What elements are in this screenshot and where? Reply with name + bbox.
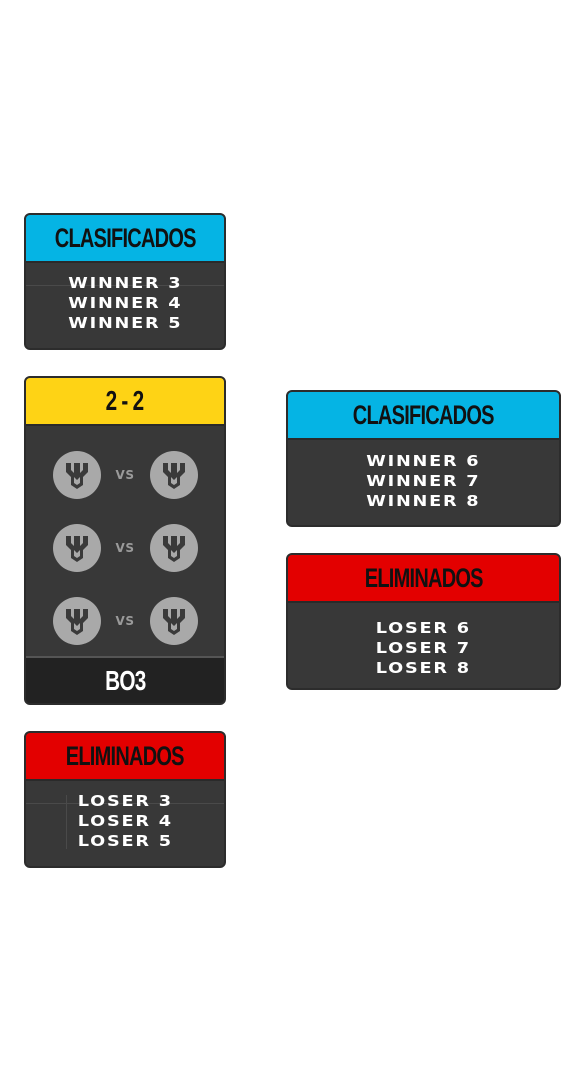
vs-label: VS — [115, 613, 135, 628]
match-score-header: 2 - 2 — [26, 378, 224, 426]
left-qualified-title: CLASIFICADOS — [54, 222, 197, 253]
left-eliminated-list: LOSER 3 LOSER 4 LOSER 5 — [26, 781, 224, 866]
right-eliminated-card: ELIMINADOS LOSER 6 LOSER 7 LOSER 8 — [286, 553, 561, 690]
list-item: WINNER 8 — [366, 491, 481, 510]
bracket-connector — [66, 795, 67, 849]
list-item: LOSER 4 — [77, 811, 173, 830]
match-format: BO3 — [104, 664, 146, 696]
right-eliminated-title: ELIMINADOS — [364, 562, 483, 593]
team-crest-icon — [149, 450, 198, 499]
left-qualified-card: CLASIFICADOS WINNER 3 WINNER 4 WINNER 5 — [24, 213, 226, 350]
match-row[interactable]: VS — [52, 584, 198, 657]
right-eliminated-header: ELIMINADOS — [288, 555, 559, 603]
list-item: LOSER 6 — [375, 618, 472, 637]
left-eliminated-card: ELIMINADOS LOSER 3 LOSER 4 LOSER 5 — [24, 731, 226, 868]
match-card[interactable]: 2 - 2 VS VS VS — [24, 376, 226, 705]
list-item: WINNER 7 — [366, 471, 481, 490]
right-qualified-card: CLASIFICADOS WINNER 6 WINNER 7 WINNER 8 — [286, 390, 561, 527]
list-item: WINNER 5 — [67, 313, 183, 332]
left-qualified-header: CLASIFICADOS — [26, 215, 224, 263]
match-row[interactable]: VS — [52, 438, 198, 511]
team-crest-icon — [149, 523, 198, 572]
team-crest-icon — [52, 523, 101, 572]
right-eliminated-list: LOSER 6 LOSER 7 LOSER 8 — [288, 603, 559, 688]
right-qualified-header: CLASIFICADOS — [288, 392, 559, 440]
team-crest-icon — [52, 596, 101, 645]
list-item: LOSER 5 — [77, 831, 173, 850]
left-eliminated-header: ELIMINADOS — [26, 733, 224, 781]
right-qualified-title: CLASIFICADOS — [353, 399, 495, 430]
bracket-connector — [26, 803, 224, 804]
list-item: WINNER 3 — [67, 273, 183, 292]
vs-label: VS — [115, 467, 135, 482]
list-item: WINNER 6 — [366, 451, 481, 470]
right-qualified-list: WINNER 6 WINNER 7 WINNER 8 — [288, 440, 559, 525]
vs-label: VS — [115, 540, 135, 555]
match-rounds: VS VS VS — [26, 426, 224, 657]
list-item: LOSER 7 — [375, 638, 472, 657]
match-format-footer: BO3 — [26, 656, 224, 703]
match-row[interactable]: VS — [52, 511, 198, 584]
left-eliminated-title: ELIMINADOS — [65, 740, 185, 771]
bracket-connector — [26, 285, 224, 286]
left-qualified-list: WINNER 3 WINNER 4 WINNER 5 — [26, 263, 224, 348]
match-score: 2 - 2 — [106, 385, 145, 416]
list-item: LOSER 8 — [375, 658, 472, 677]
team-crest-icon — [149, 596, 198, 645]
list-item: WINNER 4 — [67, 293, 183, 312]
list-item: LOSER 3 — [77, 791, 173, 810]
team-crest-icon — [52, 450, 101, 499]
